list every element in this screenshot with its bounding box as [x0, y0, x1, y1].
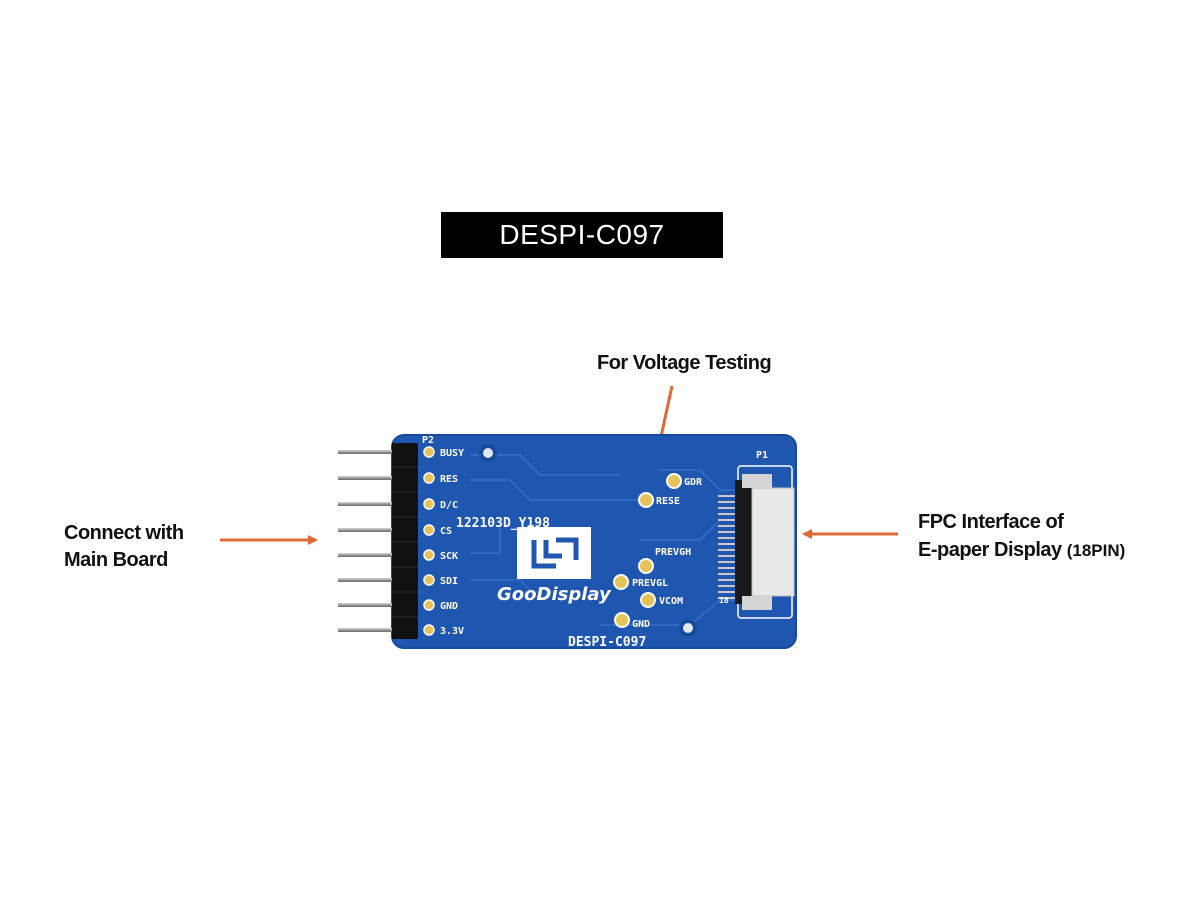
brand-text: GooDisplay — [497, 584, 612, 605]
testpoint-label-gnd: GND — [632, 619, 650, 630]
connector-pin-end-label: 18 — [719, 596, 729, 605]
fpc-callout-line1: FPC Interface of — [918, 511, 1064, 533]
pin-label-3v3: 3.3V — [440, 626, 464, 637]
connector-label: P1 — [756, 450, 768, 461]
title-banner: DESPI-C097 — [441, 212, 723, 258]
connect-callout-line2: Main Board — [64, 549, 168, 571]
goodisplay-logo — [517, 527, 591, 579]
pin-label-gnd: GND — [440, 601, 458, 612]
pin-label-sdi: SDI — [440, 576, 458, 587]
testpoint-label-prevgh: PREVGH — [655, 547, 691, 558]
testpoint-label-vcom: VCOM — [659, 596, 683, 607]
pin-label-res: RES — [440, 474, 458, 485]
testpoint-label-gdr: GDR — [684, 477, 703, 488]
header-label: P2 — [422, 435, 434, 446]
test-points — [613, 473, 682, 628]
pin-label-busy: BUSY — [440, 448, 464, 459]
fpc-pin-count: (18PIN) — [1066, 541, 1126, 560]
testpoint-label-rese: RESE — [656, 496, 680, 507]
pin-header-body — [392, 443, 418, 639]
connect-main-board-callout: Connect with Main Board — [64, 520, 184, 574]
model-silkscreen: DESPI-C097 — [568, 635, 646, 650]
testpoint-label-prevgl: PREVGL — [632, 578, 668, 589]
pin-label-cs: CS — [440, 526, 452, 537]
fpc-connector-body — [735, 480, 755, 604]
header-pins — [338, 450, 400, 632]
connect-callout-line1: Connect with — [64, 522, 184, 544]
pin-label-sck: SCK — [440, 551, 458, 562]
fpc-callout-line2-text: E-paper Display — [918, 539, 1062, 561]
pin-pads — [423, 446, 435, 636]
fpc-callout-line2: E-paper Display (18PIN) — [918, 536, 1125, 565]
fpc-connector-latch — [751, 487, 795, 597]
voltage-testing-callout: For Voltage Testing — [597, 352, 772, 374]
fpc-interface-callout: FPC Interface of E-paper Display (18PIN) — [918, 508, 1125, 565]
pin-label-dc: D/C — [440, 500, 458, 511]
